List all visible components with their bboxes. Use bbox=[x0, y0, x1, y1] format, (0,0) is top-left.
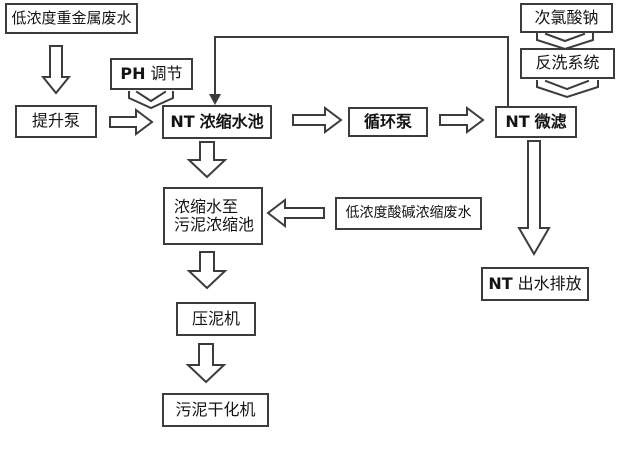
node-backwash-system: 反洗系统 bbox=[520, 48, 615, 79]
node-label: 调节 bbox=[150, 63, 183, 83]
node-concentrate-to-thickener: 浓缩水至 污泥浓缩池 bbox=[163, 187, 263, 245]
node-label: 反洗系统 bbox=[535, 53, 600, 73]
node-label-line2: 污泥浓缩池 bbox=[174, 215, 255, 234]
node-label: 压泥机 bbox=[191, 308, 240, 328]
node-sludge-dryer: 污泥干化机 bbox=[162, 393, 269, 427]
node-label: 微滤 bbox=[534, 111, 567, 131]
node-label: 次氯酸钠 bbox=[534, 7, 599, 27]
arrow-nt-tank-to-circulation-pump bbox=[292, 106, 343, 134]
node-label-bold: NT bbox=[505, 111, 530, 131]
arrow-concentrate-to-sludge-press bbox=[186, 251, 228, 290]
arrow-backwash-to-nt-microfiltration-outer bbox=[536, 80, 599, 99]
line-recirculation bbox=[214, 36, 509, 106]
node-sludge-press: 压泥机 bbox=[176, 302, 256, 336]
node-label-bold: PH bbox=[120, 63, 146, 83]
node-nt-concentrate-tank: NT 浓缩水池 bbox=[162, 105, 272, 139]
arrow-circulation-pump-to-nt-microfiltration bbox=[439, 106, 485, 134]
arrow-sludge-press-to-sludge-dryer bbox=[185, 343, 227, 384]
node-label: 提升泵 bbox=[31, 111, 80, 131]
node-label: 循环泵 bbox=[363, 111, 412, 131]
node-acid-alkali-wastewater: 低浓度酸碱浓缩废水 bbox=[335, 197, 482, 230]
node-label: 污泥干化机 bbox=[175, 399, 256, 419]
node-label: 低浓度重金属废水 bbox=[11, 8, 132, 27]
node-label-line1: 浓缩水至 bbox=[174, 196, 239, 216]
arrow-ph-to-nt-tank-inner bbox=[135, 90, 167, 103]
node-nt-effluent-discharge: NT 出水排放 bbox=[481, 267, 589, 301]
arrow-acid-alkali-to-concentrate bbox=[266, 197, 325, 229]
node-label: 出水排放 bbox=[517, 273, 582, 293]
node-nt-microfiltration: NT 微滤 bbox=[495, 106, 577, 138]
node-label-bold: NT bbox=[488, 273, 513, 293]
arrow-nt-microfiltration-to-discharge bbox=[517, 140, 551, 257]
node-label: 低浓度酸碱浓缩废水 bbox=[345, 205, 472, 222]
arrow-nt-tank-to-concentrate bbox=[186, 141, 228, 179]
node-sodium-hypochlorite: 次氯酸钠 bbox=[520, 3, 613, 33]
node-lift-pump: 提升泵 bbox=[15, 105, 97, 138]
node-label: 浓缩水池 bbox=[199, 111, 264, 131]
node-heavy-metal-wastewater: 低浓度重金属废水 bbox=[5, 3, 138, 34]
node-circulation-pump: 循环泵 bbox=[348, 107, 428, 137]
node-label-bold: NT bbox=[170, 111, 195, 131]
node-ph-adjust: PH 调节 bbox=[110, 58, 193, 90]
arrow-ph-to-nt-tank-outer bbox=[128, 91, 174, 110]
arrow-backwash-to-nt-microfiltration-inner bbox=[544, 79, 590, 91]
arrowhead-recirculation bbox=[209, 94, 221, 105]
arrow-lift-pump-to-nt-tank bbox=[109, 108, 154, 136]
arrow-heavy-metal-to-lift-pump bbox=[40, 45, 72, 95]
arrow-hypochlorite-to-backwash-inner bbox=[544, 32, 586, 43]
